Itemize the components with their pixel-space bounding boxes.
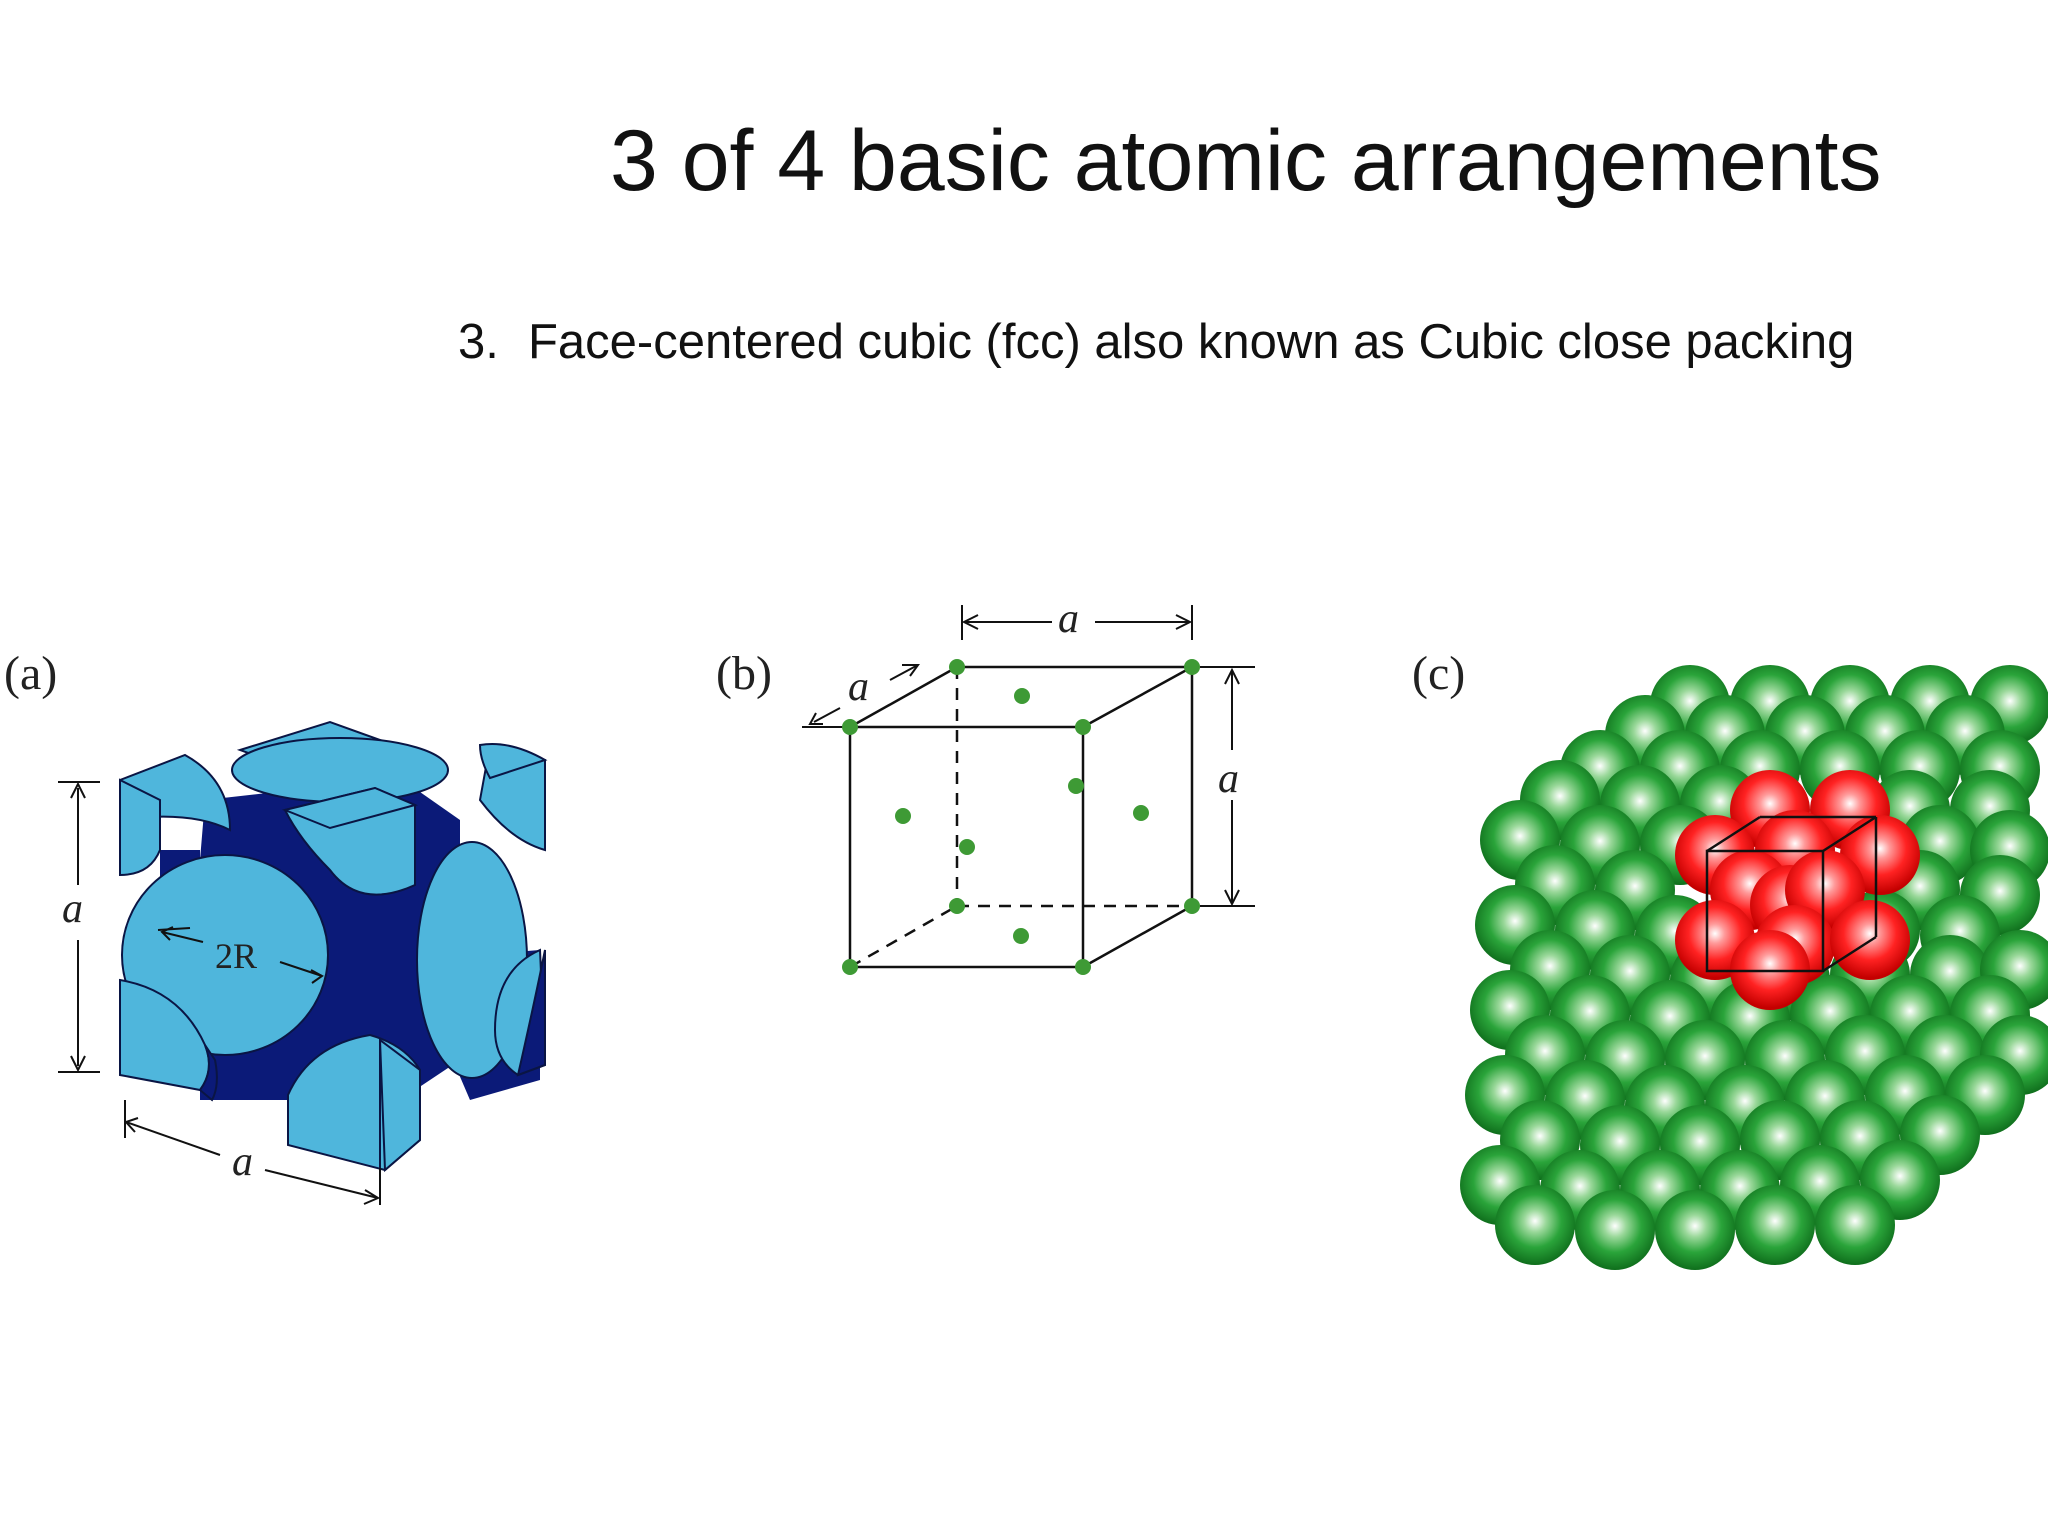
fcc-lattice-point-figure: a a a <box>802 596 1255 975</box>
edge-label-bottom-a: a <box>232 1139 253 1185</box>
cube-hidden-edges <box>849 667 1192 969</box>
red-spheres <box>1675 770 1920 1010</box>
panel-label-c: (c) <box>1412 647 1466 700</box>
green-sphere <box>1495 1185 1575 1265</box>
cube-edges <box>848 665 1194 969</box>
fcc-sphere-packing-figure <box>1460 665 2048 1270</box>
corner-atoms-right <box>493 948 547 1077</box>
dimension-lines-a <box>58 781 381 1205</box>
lattice-points <box>842 659 1200 975</box>
edge-label-top-b: a <box>1058 596 1079 642</box>
subtitle-text: Face-centered cubic (fcc) also known as … <box>528 315 1855 369</box>
slide-title: 3 of 4 basic atomic arrangements <box>610 113 1882 209</box>
dimension-lines-b <box>802 605 1255 907</box>
corner-atom-front-bottom <box>287 1033 421 1173</box>
subtitle-number: 3. <box>458 315 499 369</box>
corner-atom-front-top <box>281 786 419 896</box>
edge-label-vertical-a: a <box>62 886 83 932</box>
green-sphere <box>1815 1185 1895 1265</box>
green-sphere <box>1655 1190 1735 1270</box>
corner-atoms-bottom-left <box>119 978 218 1102</box>
slide-subtitle: 3. Face-centered cubic (fcc) also known a… <box>458 318 1854 367</box>
radius-label-2r: 2R <box>215 936 257 976</box>
panel-label-a: (a) <box>4 647 58 700</box>
edge-label-right-b: a <box>1218 756 1239 802</box>
panel-label-b: (b) <box>716 647 772 700</box>
fcc-atom-cutaway-figure: a a 2R <box>58 720 548 1205</box>
green-sphere <box>1735 1185 1815 1265</box>
green-sphere <box>1575 1190 1655 1270</box>
edge-label-depth-b: a <box>848 664 869 710</box>
face-atom-top <box>231 737 449 803</box>
unit-cell-outline <box>1705 815 1878 973</box>
